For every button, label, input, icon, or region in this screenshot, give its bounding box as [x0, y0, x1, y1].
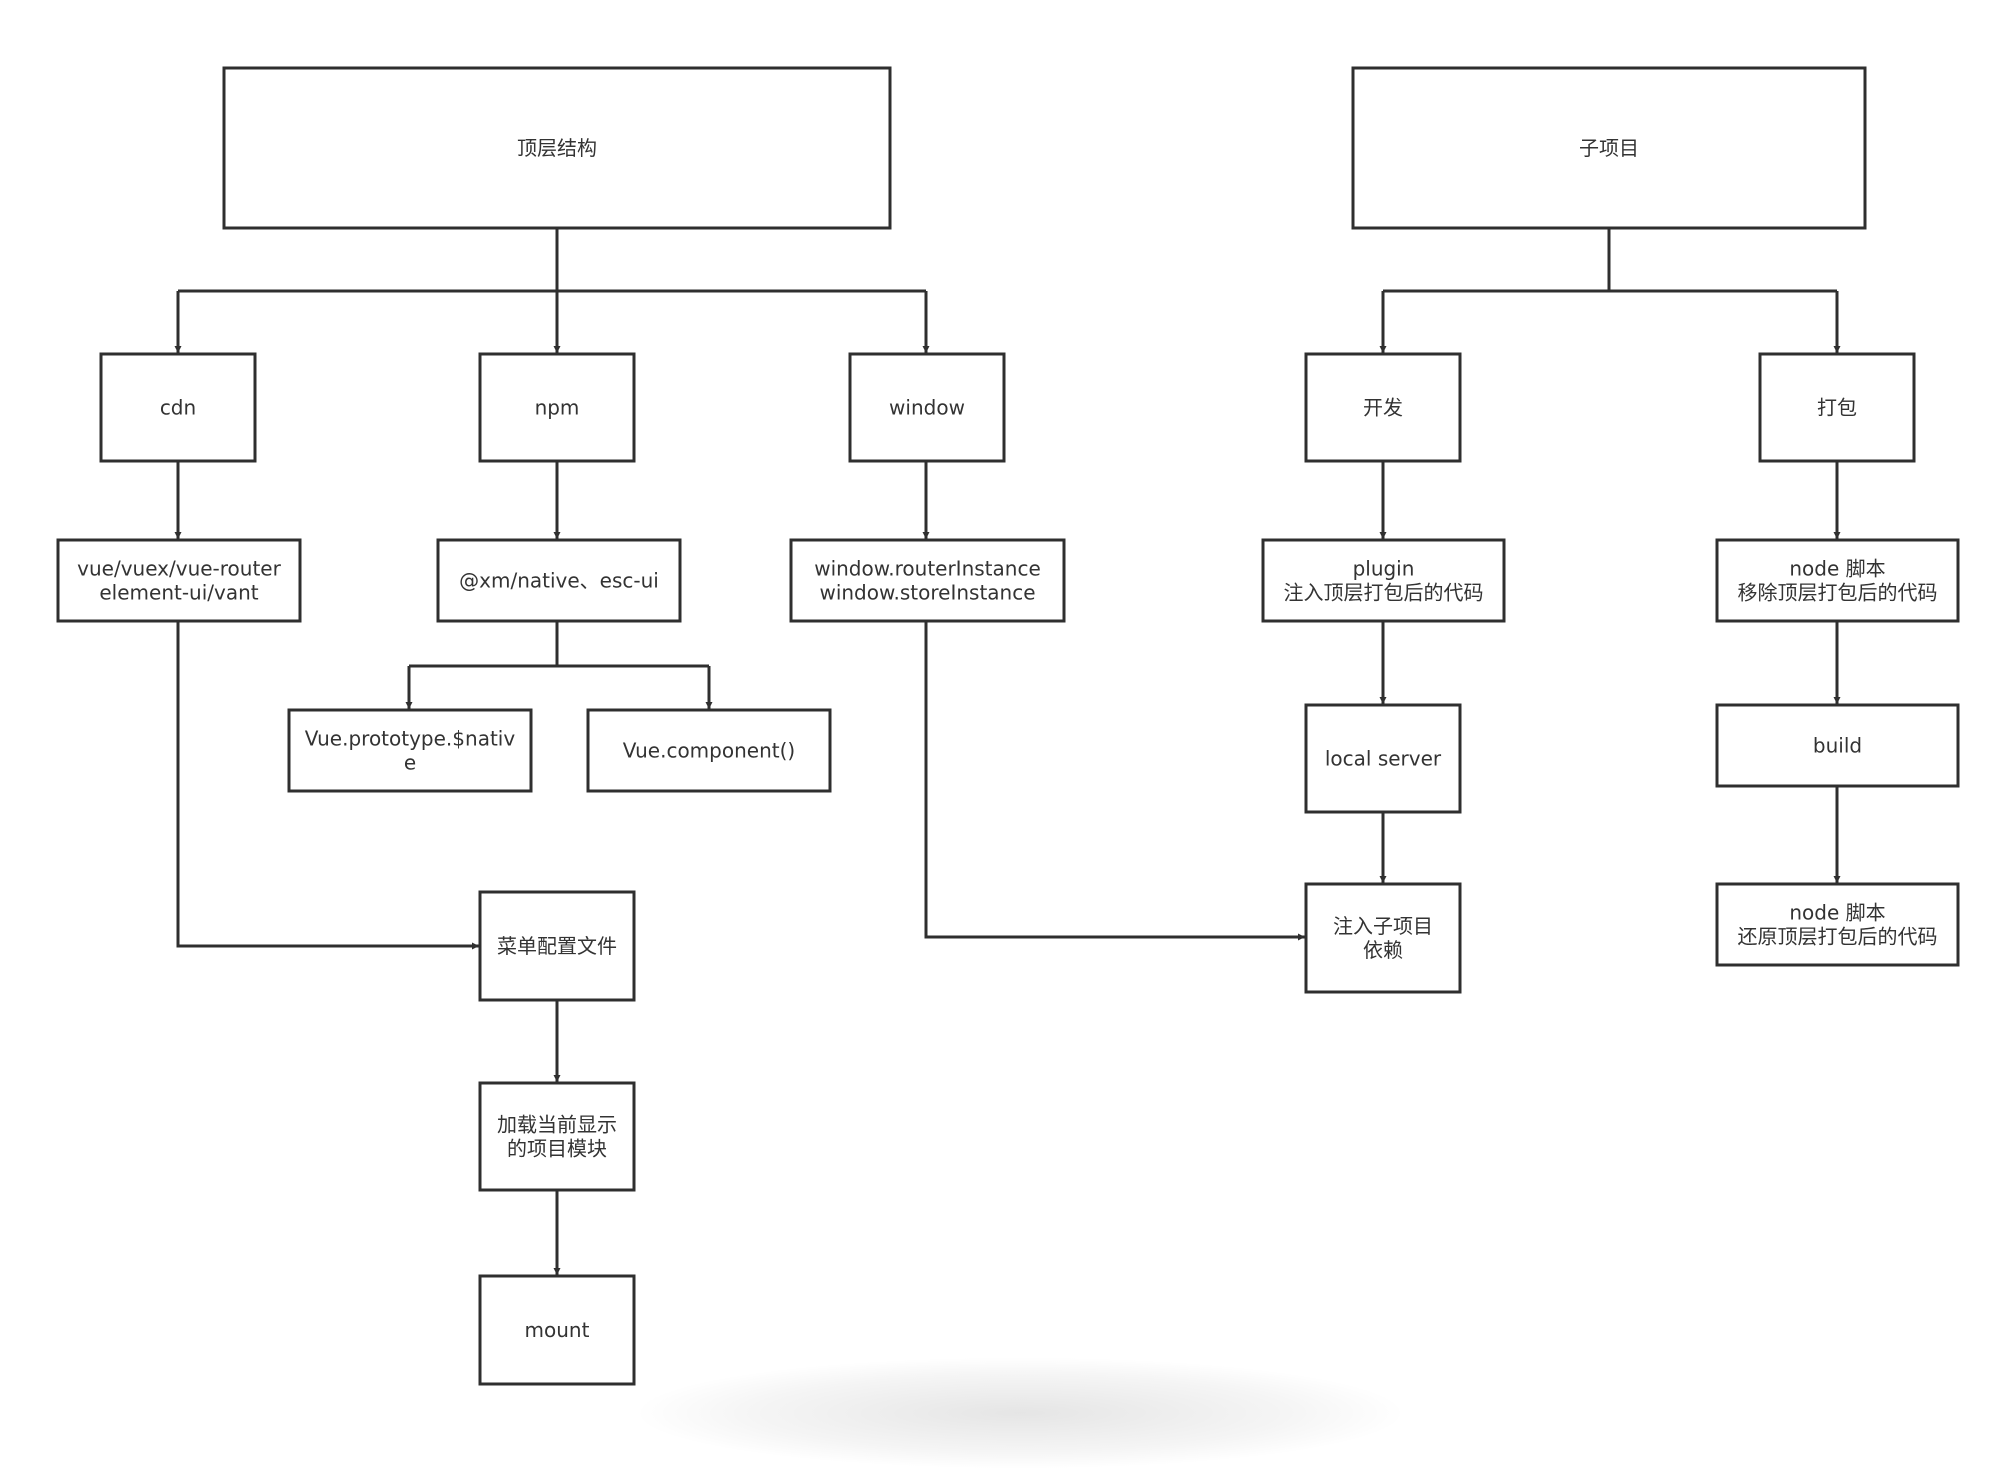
node-box — [848, 352, 1006, 463]
node-label: 依赖 — [1363, 938, 1403, 962]
node-sub-project: 子项目 — [1351, 66, 1867, 230]
node-box — [478, 1081, 636, 1192]
node-label: e — [404, 751, 416, 775]
node-label: window.routerInstance — [814, 557, 1041, 581]
node-box — [586, 708, 832, 793]
node-label: 顶层结构 — [517, 136, 597, 160]
node-box — [1304, 882, 1462, 994]
nodes-layer: 顶层结构 cdn npm window vue/vuex/vue-routereleme… — [56, 66, 1960, 1386]
node-label: 还原顶层打包后的代码 — [1738, 925, 1938, 949]
node-box — [478, 890, 636, 1002]
node-npm: npm — [478, 352, 636, 463]
node-label: @xm/native、esc-ui — [459, 569, 659, 593]
node-label: build — [1813, 734, 1862, 758]
node-label: window — [889, 396, 965, 420]
node-cdn: cdn — [99, 352, 257, 463]
node-box — [1304, 352, 1462, 463]
node-local-server: local server — [1304, 703, 1462, 814]
node-box — [1715, 882, 1960, 967]
node-label: npm — [535, 396, 580, 420]
node-box — [1715, 538, 1960, 623]
node-mount: mount — [478, 1274, 636, 1386]
node-box — [222, 66, 892, 230]
node-box — [478, 352, 636, 463]
node-label: 注入子项目 — [1333, 914, 1433, 938]
node-label: 注入顶层打包后的代码 — [1284, 581, 1484, 605]
node-vue-component: Vue.component() — [586, 708, 832, 793]
node-top-structure: 顶层结构 — [222, 66, 892, 230]
node-build: build — [1715, 703, 1960, 788]
node-label: 开发 — [1363, 396, 1403, 420]
node-label: 加载当前显示 — [497, 1113, 617, 1137]
node-package: 打包 — [1758, 352, 1916, 463]
node-box — [1304, 703, 1462, 814]
node-label: plugin — [1353, 557, 1415, 581]
node-label: 子项目 — [1579, 136, 1639, 160]
connector-15 — [924, 621, 1305, 941]
node-window-instances: window.routerInstancewindow.storeInstanc… — [789, 538, 1066, 623]
node-label: cdn — [160, 396, 196, 420]
node-label: node 脚本 — [1789, 557, 1885, 581]
edges-layer — [174, 228, 1841, 1275]
node-label: 的项目模块 — [507, 1137, 607, 1161]
node-label: element-ui/vant — [99, 581, 258, 605]
node-box — [56, 538, 302, 623]
node-label: local server — [1325, 747, 1442, 771]
node-label: 菜单配置文件 — [497, 934, 617, 958]
node-box — [1715, 703, 1960, 788]
node-develop: 开发 — [1304, 352, 1462, 463]
node-box — [1261, 538, 1506, 623]
node-label: Vue.prototype.$nativ — [305, 727, 516, 751]
node-label: vue/vuex/vue-router — [77, 557, 281, 581]
node-box — [99, 352, 257, 463]
node-box — [789, 538, 1066, 623]
node-window: window — [848, 352, 1006, 463]
node-label: Vue.component() — [623, 739, 795, 763]
node-label: 打包 — [1817, 396, 1857, 420]
node-xm-native: @xm/native、esc-ui — [436, 538, 682, 623]
node-box — [478, 1274, 636, 1386]
node-label: node 脚本 — [1789, 901, 1885, 925]
node-vue-prototype: Vue.prototype.$native — [287, 708, 533, 793]
node-box — [287, 708, 533, 793]
connector-12 — [176, 621, 479, 950]
flowchart-canvas: 顶层结构 cdn npm window vue/vuex/vue-routereleme… — [56, 66, 1960, 1386]
node-box — [436, 538, 682, 623]
node-label: mount — [525, 1318, 590, 1342]
node-menu-config: 菜单配置文件 — [478, 890, 636, 1002]
bottom-shadow — [640, 1358, 1400, 1468]
node-label: 移除顶层打包后的代码 — [1738, 581, 1938, 605]
node-box — [1351, 66, 1867, 230]
node-label: window.storeInstance — [819, 581, 1035, 605]
node-box — [1758, 352, 1916, 463]
